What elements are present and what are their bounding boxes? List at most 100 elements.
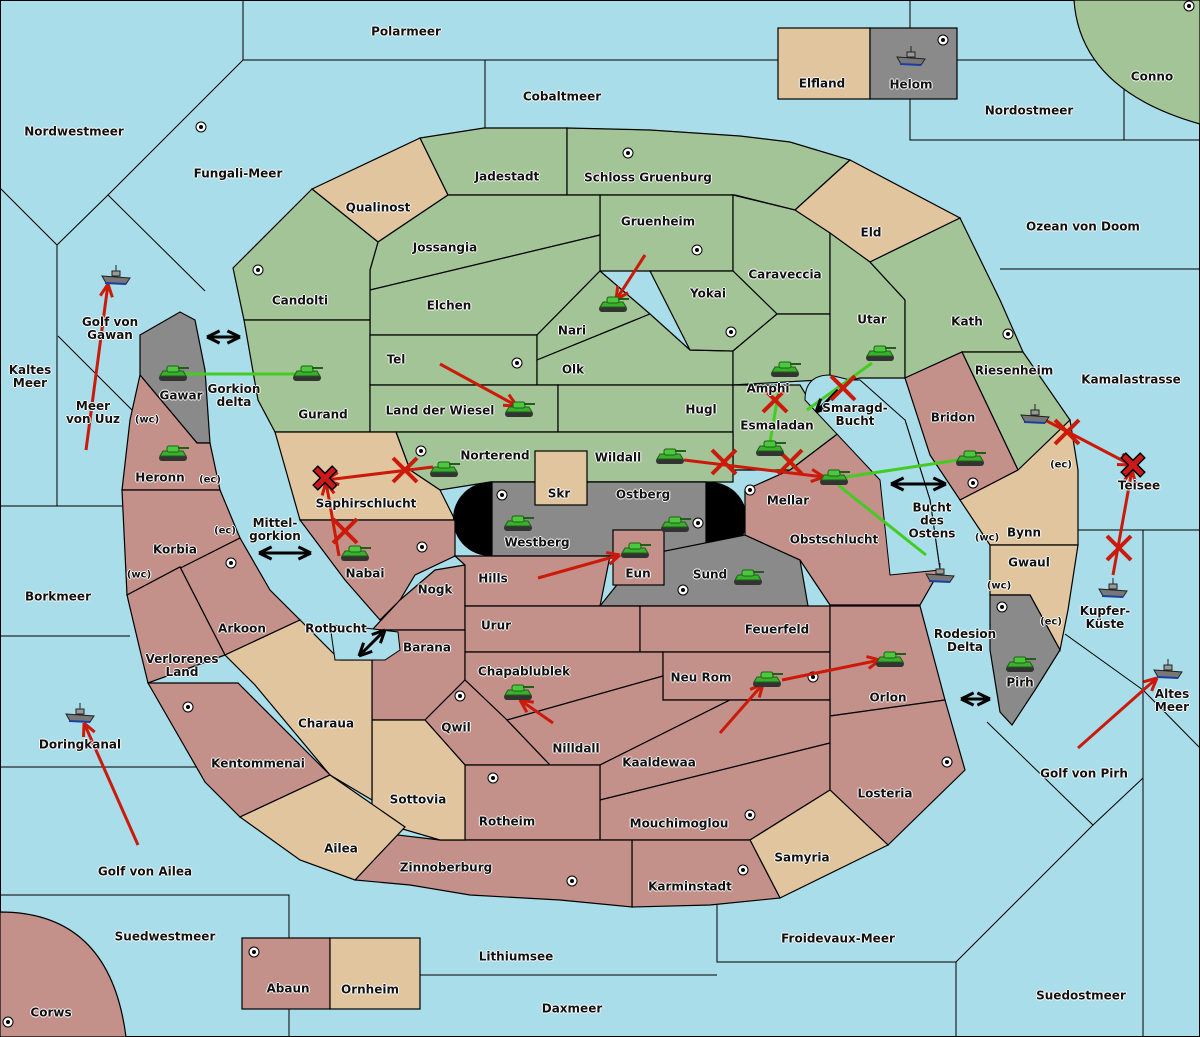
land-pirh[interactable]: Pirh	[1006, 675, 1034, 690]
army-unit-icon[interactable]	[159, 365, 189, 381]
land-karminstadt[interactable]: Karminstadt	[648, 879, 732, 894]
army-unit-icon[interactable]	[599, 296, 629, 312]
land-corws[interactable]: Corws	[30, 1005, 72, 1020]
land-olk[interactable]: Olk	[561, 362, 585, 377]
land-riesenheim[interactable]: Riesenheim	[974, 363, 1054, 378]
fleet-unit-icon[interactable]	[896, 46, 926, 66]
land-hugl[interactable]: Hugl	[685, 402, 717, 417]
land-barana[interactable]: Barana	[403, 640, 451, 655]
land-kath[interactable]: Kath	[951, 314, 983, 329]
fleet-unit-icon[interactable]	[1098, 578, 1128, 598]
sea-meer-von-uuz[interactable]: Meer von Uuz	[65, 399, 121, 426]
army-unit-icon[interactable]	[756, 440, 786, 456]
sea-borkmeer[interactable]: Borkmeer	[25, 589, 91, 604]
land-arkoon[interactable]: Arkoon	[218, 621, 266, 636]
sea-kupfer-küste[interactable]: Kupfer- Küste	[1079, 604, 1131, 631]
land-obstschlucht[interactable]: Obstschlucht	[789, 532, 879, 547]
land-schloss-gruenburg[interactable]: Schloss Gruenburg	[584, 170, 712, 185]
sea-nordwestmeer[interactable]: Nordwestmeer	[24, 124, 124, 139]
land-norterend[interactable]: Norterend	[460, 448, 530, 463]
sea-froidevaux-meer[interactable]: Froidevaux-Meer	[781, 931, 895, 946]
land-sottovia[interactable]: Sottovia	[389, 792, 447, 807]
land-nogk[interactable]: Nogk	[417, 582, 453, 597]
sea-rotbucht[interactable]: Rotbucht	[305, 621, 367, 636]
sea-polarmeer[interactable]: Polarmeer	[371, 24, 441, 39]
land-sund[interactable]: Sund	[692, 567, 728, 582]
sea-smaragd-bucht[interactable]: Smaragd- Bucht	[822, 401, 888, 428]
sea-golf-von-pirh[interactable]: Golf von Pirh	[1040, 766, 1128, 781]
land-eld[interactable]: Eld	[860, 225, 882, 240]
sea-rodesion-delta[interactable]: Rodesion Delta	[933, 627, 997, 654]
land-gurand[interactable]: Gurand	[298, 407, 348, 422]
land-losteria[interactable]: Losteria	[857, 786, 913, 801]
land-qualinost[interactable]: Qualinost	[345, 200, 411, 215]
sea-teisee[interactable]: Teisee	[1117, 478, 1161, 493]
land-zinnoberburg[interactable]: Zinnoberburg	[399, 860, 493, 875]
army-unit-icon[interactable]	[159, 445, 189, 461]
sea-mittel-gorkion[interactable]: Mittel- gorkion	[249, 516, 301, 543]
land-neu-rom[interactable]: Neu Rom	[670, 670, 732, 685]
sea-golf-von-gawan[interactable]: Golf von Gawan	[81, 315, 139, 342]
land-chapablublek[interactable]: Chapablublek	[477, 664, 571, 679]
army-unit-icon[interactable]	[956, 450, 986, 466]
land-elfland[interactable]: Elfland	[798, 76, 846, 91]
sea-altes-meer[interactable]: Altes Meer	[1154, 687, 1190, 714]
army-unit-icon[interactable]	[753, 671, 783, 687]
land-jossangia[interactable]: Jossangia	[412, 240, 478, 255]
land-bynn[interactable]: Bynn	[1006, 525, 1042, 540]
land-ornheim[interactable]: Ornheim	[341, 982, 399, 997]
land-heronn[interactable]: Heronn	[135, 470, 185, 485]
army-unit-icon[interactable]	[504, 515, 534, 531]
army-unit-icon[interactable]	[866, 345, 896, 361]
sea-daxmeer[interactable]: Daxmeer	[541, 1001, 603, 1016]
land-gruenheim[interactable]: Gruenheim	[620, 214, 696, 229]
fleet-unit-icon[interactable]	[101, 265, 131, 285]
army-unit-icon[interactable]	[505, 401, 535, 417]
land-candolti[interactable]: Candolti	[271, 293, 329, 308]
land-jadestadt[interactable]: Jadestadt	[474, 169, 540, 184]
land-nilldall[interactable]: Nilldall	[552, 741, 600, 756]
sea-kamalastrasse[interactable]: Kamalastrasse	[1081, 372, 1181, 387]
land-samyria[interactable]: Samyria	[774, 850, 830, 865]
sea-gorkion-delta[interactable]: Gorkion delta	[207, 382, 261, 409]
land-esmaladan[interactable]: Esmaladan	[740, 418, 814, 433]
sea-lithiumsee[interactable]: Lithiumsee	[478, 949, 554, 964]
sea-suedwestmeer[interactable]: Suedwestmeer	[114, 929, 216, 944]
land-korbia[interactable]: Korbia	[152, 542, 198, 557]
land-gawar[interactable]: Gawar	[159, 388, 203, 403]
army-unit-icon[interactable]	[656, 448, 686, 464]
sea-suedostmeer[interactable]: Suedostmeer	[1036, 988, 1126, 1003]
sea-doringkanal[interactable]: Doringkanal	[38, 737, 122, 752]
fleet-unit-icon[interactable]	[65, 703, 95, 723]
army-unit-icon[interactable]	[430, 461, 460, 477]
land-caraveccia[interactable]: Caraveccia	[748, 267, 822, 282]
fleet-unit-icon[interactable]	[925, 563, 955, 583]
land-nabai[interactable]: Nabai	[345, 566, 385, 581]
land-mouchimoglou[interactable]: Mouchimoglou	[629, 816, 729, 831]
land-utar[interactable]: Utar	[857, 312, 887, 327]
army-unit-icon[interactable]	[661, 516, 691, 532]
land-orlon[interactable]: Orlon	[869, 690, 907, 705]
land-land-der-wiesel[interactable]: Land der Wiesel	[385, 403, 495, 418]
fleet-unit-icon[interactable]	[1020, 404, 1050, 424]
land-saphirschlucht[interactable]: Saphirschlucht	[315, 496, 417, 511]
army-unit-icon[interactable]	[504, 684, 534, 700]
land-eun[interactable]: Eun	[625, 566, 651, 581]
land-ailea[interactable]: Ailea	[324, 841, 358, 856]
land-verlorenes-land[interactable]: Verlorenes Land	[145, 652, 219, 679]
sea-fungali-meer[interactable]: Fungali-Meer	[193, 166, 283, 181]
land-conno[interactable]: Conno	[1130, 69, 1174, 84]
sea-kaltes-meer[interactable]: Kaltes Meer	[8, 363, 52, 390]
land-amphi[interactable]: Amphi	[746, 381, 790, 396]
sea-cobaltmeer[interactable]: Cobaltmeer	[522, 89, 602, 104]
land-qwil[interactable]: Qwil	[441, 720, 471, 735]
land-yokai[interactable]: Yokai	[689, 286, 727, 301]
land-bridon[interactable]: Bridon	[930, 410, 976, 425]
land-urur[interactable]: Urur	[480, 618, 512, 633]
land-westberg[interactable]: Westberg	[504, 535, 570, 550]
land-kentommenai[interactable]: Kentommenai	[211, 756, 305, 771]
army-unit-icon[interactable]	[734, 569, 764, 585]
land-kaaldewaa[interactable]: Kaaldewaa	[622, 755, 696, 770]
land-hills[interactable]: Hills	[478, 571, 508, 586]
sea-nordostmeer[interactable]: Nordostmeer	[984, 103, 1074, 118]
